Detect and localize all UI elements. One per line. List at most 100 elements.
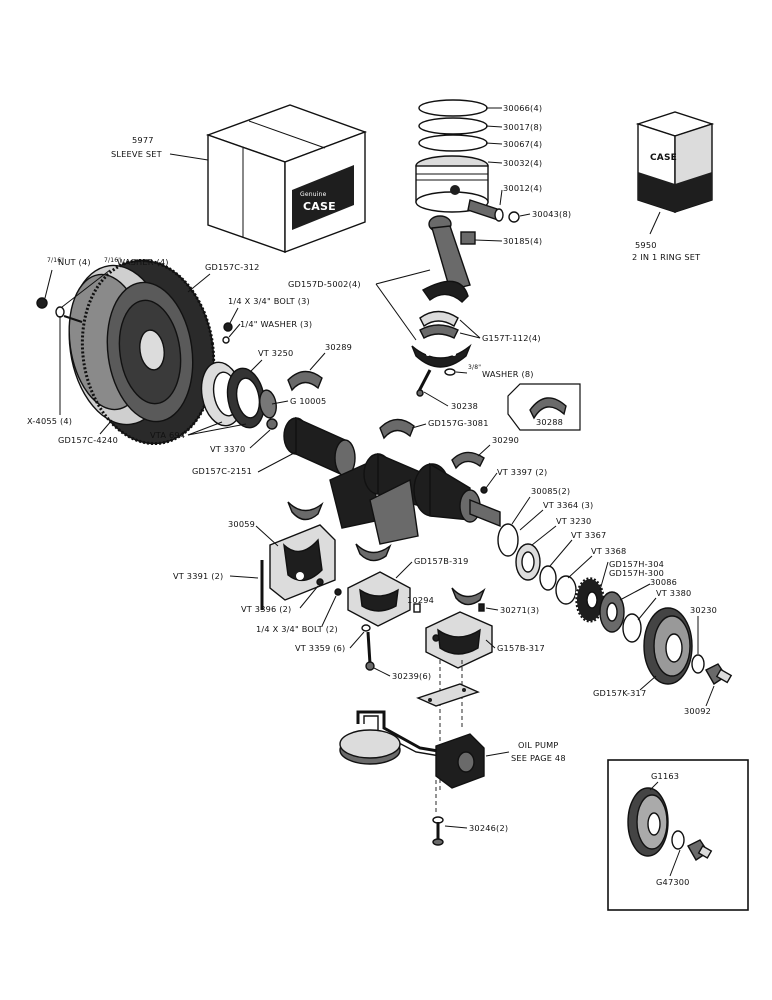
dowel-vt3370 xyxy=(266,418,278,430)
label-g1163: G1163 xyxy=(651,771,679,781)
label-washer8-frac: 3/8" xyxy=(468,364,481,371)
label-nut: NUT (4) xyxy=(58,257,91,267)
pulley-bolt xyxy=(705,663,733,685)
label-sleeve-set-num: 5977 xyxy=(132,135,154,145)
label-pin-retainer: 30043(8) xyxy=(532,209,571,219)
flywheel-washer xyxy=(55,306,65,318)
front-main-cap xyxy=(269,524,336,601)
label-oil-pump-2: SEE PAGE 48 xyxy=(511,753,566,763)
label-vt3359: VT 3359 (6) xyxy=(295,643,345,653)
box-brand-small: Genuine xyxy=(300,191,327,198)
label-gd157h304: GD157H-304 xyxy=(609,559,664,569)
rod-bearing-shells xyxy=(419,310,459,339)
rear-seal-group xyxy=(200,361,277,429)
label-washer8: WASHER (8) xyxy=(482,369,534,379)
bolt-cap xyxy=(334,588,342,596)
label-nut-frac: 7/16" xyxy=(47,257,64,264)
label-vta694: VTA 694 xyxy=(150,430,185,440)
main-bearing-lower-3 xyxy=(451,587,486,606)
ring-set-box: CASE xyxy=(635,111,715,213)
label-vt3367: VT 3367 xyxy=(571,530,606,540)
oil-pump xyxy=(339,710,485,789)
cap-bolt-30239 xyxy=(366,631,372,665)
key-vt3397 xyxy=(480,486,488,494)
label-30059: 30059 xyxy=(228,519,255,529)
flywheel xyxy=(68,258,216,446)
label-30271: 30271(3) xyxy=(500,605,539,615)
crankshaft-pulley xyxy=(643,607,693,685)
lockwasher-vt3359 xyxy=(361,624,371,632)
label-flywheel-ring: GD157C-312 xyxy=(205,262,260,272)
rod-cap xyxy=(411,343,472,368)
center-main-cap xyxy=(347,571,411,627)
label-30085: 30085(2) xyxy=(531,486,570,496)
rod-washer xyxy=(444,368,456,376)
flywheel-nut xyxy=(36,297,48,309)
dowel-30271 xyxy=(478,603,485,612)
label-gd157k317: GD157K-317 xyxy=(593,688,646,698)
label-gd157b319: GD157B-319 xyxy=(414,556,468,566)
rear-main-cap xyxy=(425,611,493,669)
ring-gear-washer xyxy=(222,336,230,344)
label-bearing-30288: 30288 xyxy=(536,417,563,427)
bearing-30289 xyxy=(287,370,323,392)
label-oil-pump-1: OIL PUMP xyxy=(518,740,559,750)
label-ring3: 30067(4) xyxy=(503,139,542,149)
rod-bolt xyxy=(416,369,432,394)
label-bolt3: 1/4 X 3/4" BOLT (3) xyxy=(228,296,310,306)
gear-30086 xyxy=(599,591,625,633)
label-vt3250: VT 3250 xyxy=(258,348,293,358)
label-30239: 30239(6) xyxy=(392,671,431,681)
label-30246: 30246(2) xyxy=(469,823,508,833)
washer-30230 xyxy=(691,654,705,674)
dowel-10294 xyxy=(413,603,421,613)
timing-gear xyxy=(575,577,605,623)
label-vt3397: VT 3397 (2) xyxy=(497,467,547,477)
label-vt3230: VT 3230 xyxy=(556,516,591,526)
main-bearing-lower-1 xyxy=(287,501,324,521)
label-30230: 30230 xyxy=(690,605,717,615)
label-g10005: G 10005 xyxy=(290,396,326,406)
label-washer3: 1/4" WASHER (3) xyxy=(240,319,312,329)
label-conn-rod: GD157D-5002(4) xyxy=(288,279,361,289)
ring-vt3380 xyxy=(622,613,642,643)
label-sleeve-set-name: SLEEVE SET xyxy=(111,149,163,159)
oil-pump-gasket xyxy=(416,683,480,707)
label-30092: 30092 xyxy=(684,706,711,716)
crankshaft xyxy=(283,416,501,545)
label-vt3370: VT 3370 xyxy=(210,444,245,454)
label-piston-pin: 30012(4) xyxy=(503,183,542,193)
label-x4055: X-4055 (4) xyxy=(27,416,72,426)
label-g47300: G47300 xyxy=(656,877,690,887)
sleeve-set-box: Genuine CASE xyxy=(205,104,368,254)
rod-bushing xyxy=(460,231,476,245)
label-ring-set-num: 5950 xyxy=(635,240,657,250)
label-crankshaft: GD157C-2151 xyxy=(192,466,252,476)
washer-vt3396 xyxy=(316,578,324,586)
label-vt3368: VT 3368 xyxy=(591,546,626,556)
ring-gear-bolt xyxy=(223,322,233,332)
label-vt3396: VT 3396 (2) xyxy=(241,604,291,614)
label-vt3391: VT 3391 (2) xyxy=(173,571,223,581)
label-washer4: WASHER (4) xyxy=(117,257,169,267)
label-ring1: 30066(4) xyxy=(503,103,542,113)
box-brand: CASE xyxy=(303,200,336,213)
label-bolt2: 1/4 X 3/4" BOLT (2) xyxy=(256,624,338,634)
main-bearing-lower-2 xyxy=(355,543,392,562)
label-gd157h300: GD157H-300 xyxy=(609,568,664,578)
label-bearing-30289: 30289 xyxy=(325,342,352,352)
label-vt3364: VT 3364 (3) xyxy=(543,500,593,510)
label-bushing: 30185(4) xyxy=(503,236,542,246)
main-bearing-gd157g3081 xyxy=(379,418,415,440)
label-vt3380: VT 3380 xyxy=(656,588,691,598)
pulley-inset xyxy=(607,759,749,911)
label-piston: 30032(4) xyxy=(503,158,542,168)
pin-retainer xyxy=(508,211,520,223)
label-washer4-frac: 7/16" xyxy=(104,257,121,264)
ring-box-brand: CASE xyxy=(650,153,677,163)
label-ring2: 30017(8) xyxy=(503,122,542,132)
main-bearing-30290 xyxy=(451,451,485,470)
label-rod-bearing: G157T-112(4) xyxy=(482,333,541,343)
label-10294: 10294 xyxy=(407,595,434,605)
